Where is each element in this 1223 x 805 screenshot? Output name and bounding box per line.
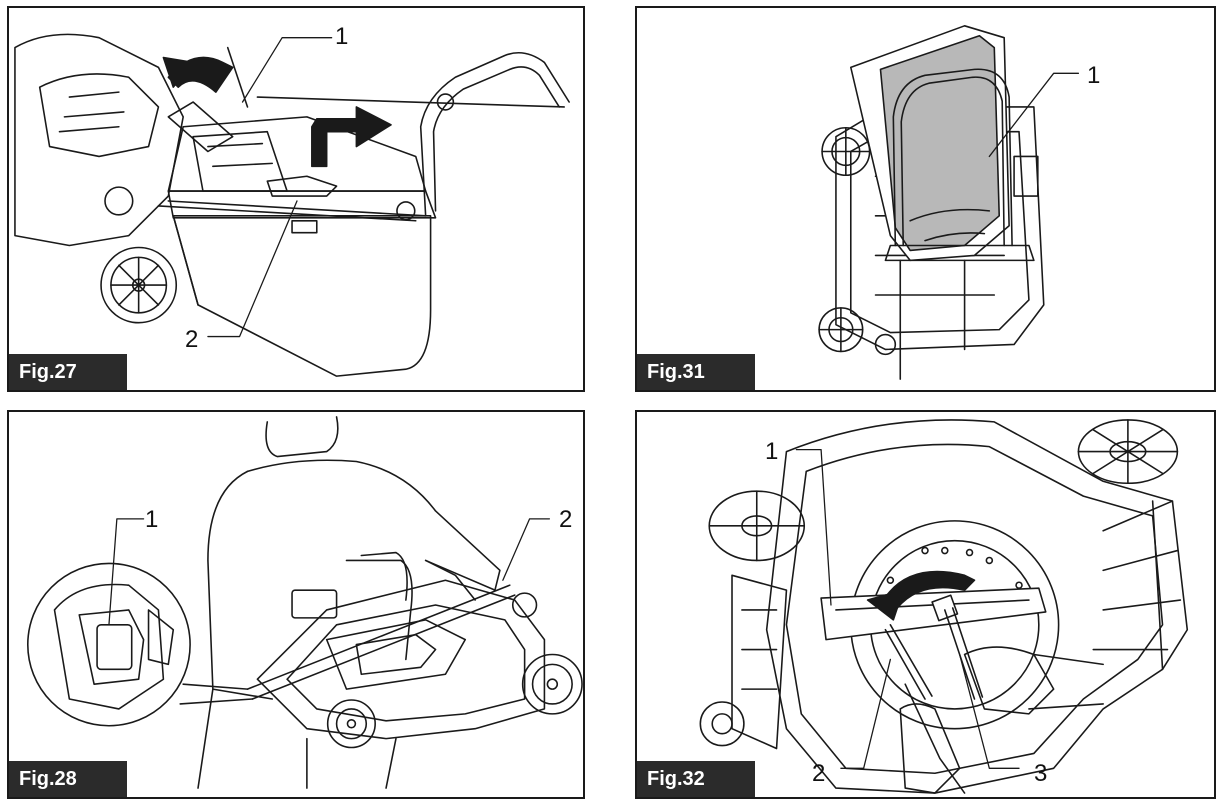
figure-28-panel: 1 2 Fig.28 (7, 410, 585, 799)
callout-1: 1 (145, 506, 159, 533)
figure-label: Fig.27 (9, 354, 127, 390)
figure-label: Fig.28 (9, 761, 127, 797)
callout-1: 1 (335, 23, 349, 50)
callout-3: 3 (1034, 760, 1048, 787)
figure-label: Fig.31 (637, 354, 755, 390)
grass-box-removal-illustration (14, 33, 570, 377)
blade-removal-illustration (699, 419, 1189, 794)
mower-upright-storage-illustration (818, 25, 1080, 380)
callout-1: 1 (765, 438, 779, 465)
callout-2: 2 (812, 760, 826, 787)
figure-32-panel: 1 2 3 Fig.32 (635, 410, 1216, 799)
callout-2: 2 (185, 326, 199, 353)
callout-1: 1 (1087, 62, 1101, 89)
callout-2: 2 (559, 506, 573, 533)
battery-removal-illustration (26, 416, 583, 789)
figure-31-panel: 1 Fig.31 (635, 6, 1216, 392)
figure-label: Fig.32 (637, 761, 755, 797)
figure-27-panel: 1 2 Fig.27 (7, 6, 585, 392)
